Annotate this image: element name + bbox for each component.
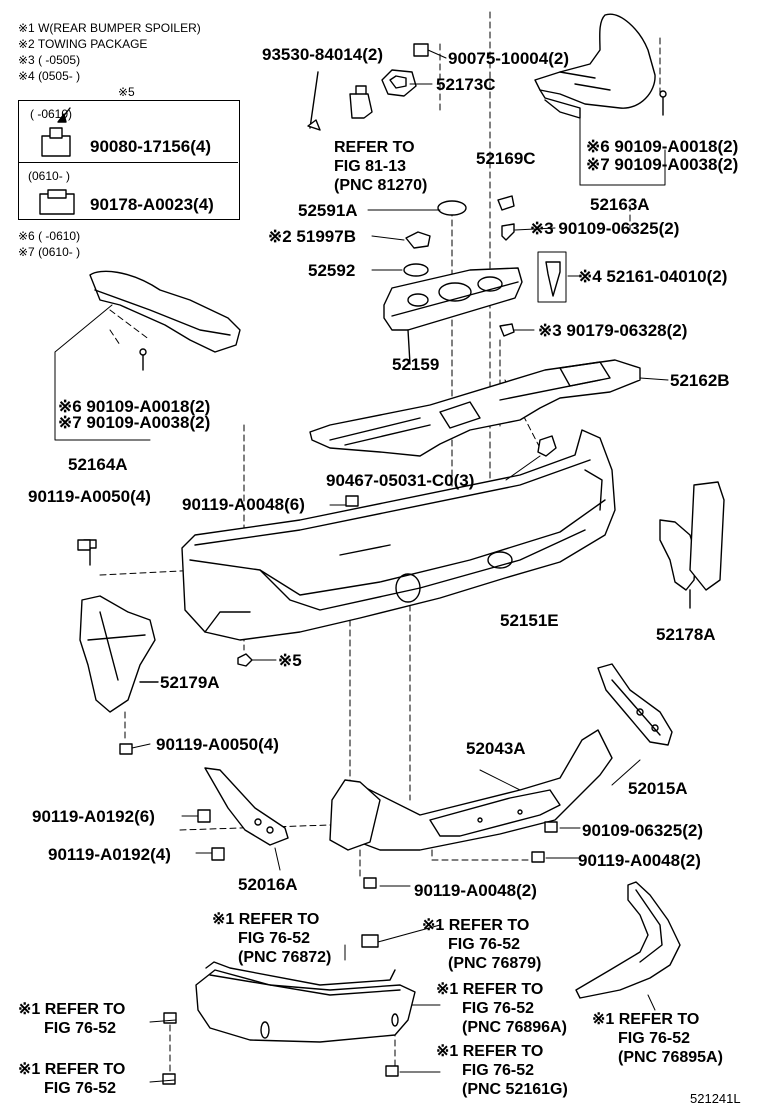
refer-fig-81-13: REFER TO FIG 81-13 (PNC 81270) (334, 138, 427, 195)
refer-left-lower: ※1 REFER TO FIG 76-52 (18, 1060, 125, 1098)
legend-row1-date: ( -0610) (30, 107, 73, 121)
note-star4: ※4 (0505- ) (18, 69, 81, 83)
refer-pnc-76872: ※1 REFER TO FIG 76-52 (PNC 76872) (212, 910, 331, 967)
refer-line: FIG 81-13 (334, 158, 407, 175)
refer-line: ※1 REFER TO (18, 1061, 126, 1078)
part-52164a-shape (89, 270, 241, 353)
label-90109-a0018-left: ※6 90109-A0018(2) (58, 397, 211, 416)
label-52173c: 52173C (436, 75, 496, 94)
refer-pnc-52161g: ※1 REFER TO FIG 76-52 (PNC 52161G) (436, 1042, 568, 1099)
refer-line: ※1 REFER TO (592, 1011, 700, 1028)
diagram-id: 521241L (690, 1091, 741, 1106)
label-52161-04010: ※4 52161-04010(2) (578, 267, 728, 286)
part-52015a-shape (597, 663, 673, 746)
part-52178a-shape (659, 519, 697, 591)
part-52163a-shape (534, 13, 656, 109)
note-star5: ※5 (118, 85, 135, 99)
bolts (77, 495, 558, 1085)
refer-line: ※1 REFER TO (436, 981, 544, 998)
label-90119-a0050-top: 90119-A0050(4) (28, 487, 151, 506)
refer-line: ※1 REFER TO (436, 1043, 544, 1060)
label-52043a: 52043A (466, 739, 526, 758)
note-star2: ※2 TOWING PACKAGE (18, 37, 148, 51)
refer-line: (PNC 76879) (448, 955, 542, 972)
refer-line: (PNC 76895A) (618, 1049, 723, 1066)
note-star6: ※6 ( -0610) (18, 229, 81, 243)
refer-line: ※1 REFER TO (18, 1001, 126, 1018)
refer-line: FIG 76-52 (44, 1080, 117, 1097)
hook-shape (349, 93, 373, 119)
refer-line: ※1 REFER TO (422, 917, 530, 934)
part-52179a-shape (79, 595, 156, 713)
clip-52173c-shape (381, 69, 417, 97)
refer-line: FIG 76-52 (462, 1062, 535, 1079)
refer-left-upper: ※1 REFER TO FIG 76-52 (18, 1000, 125, 1038)
label-51997b: ※2 51997B (268, 227, 356, 246)
label-52179a: 52179A (160, 673, 220, 692)
label-90119-a0048-6: 90119-A0048(6) (182, 495, 305, 514)
label-90119-a0048-2-right: 90119-A0048(2) (578, 851, 701, 870)
label-52178a: 52178A (656, 625, 716, 644)
refer-line: ※1 REFER TO (212, 911, 320, 928)
note-star3: ※3 ( -0505) (18, 53, 81, 67)
refer-pnc-76896a: ※1 REFER TO FIG 76-52 (PNC 76896A) (436, 980, 567, 1037)
refer-line: (PNC 76896A) (462, 1019, 567, 1036)
part-52151e-shape (181, 429, 616, 641)
label-90119-a0048-2-bottom: 90119-A0048(2) (414, 881, 537, 900)
spoiler-right-shape (575, 881, 681, 999)
refer-line: FIG 76-52 (448, 936, 521, 953)
leader-lines (131, 49, 669, 1083)
label-90119-a0050-bottom: 90119-A0050(4) (156, 735, 279, 754)
label-90109-06325-bottom: 90109-06325(2) (582, 821, 703, 840)
part-52043a-shape (334, 729, 613, 851)
label-90109-a0018-right: ※6 90109-A0018(2) (586, 137, 739, 156)
label-90119-a0192-4: 90119-A0192(4) (48, 845, 171, 864)
refer-line: (PNC 76872) (238, 949, 332, 966)
label-52163a: 52163A (590, 195, 650, 214)
label-52591a: 52591A (298, 201, 358, 220)
label-90119-a0192-6: 90119-A0192(6) (32, 807, 155, 826)
part-52162b-shape (309, 359, 641, 457)
label-90179-06328: ※3 90179-06328(2) (538, 321, 688, 340)
legend-box-divider (18, 162, 238, 163)
label-90109-a0038-right: ※7 90109-A0038(2) (586, 155, 739, 174)
label-90109-a0038-left: ※7 90109-A0038(2) (58, 413, 211, 432)
label-90467-05031: 90467-05031-C0(3) (326, 471, 475, 490)
label-star5: ※5 (278, 651, 302, 670)
refer-pnc-76879: ※1 REFER TO FIG 76-52 (PNC 76879) (422, 916, 541, 973)
label-52162b: 52162B (670, 371, 730, 390)
legend-row2-date: (0610- ) (28, 169, 71, 183)
part-52016a-shape (204, 767, 289, 846)
label-90075-10004: 90075-10004(2) (448, 49, 569, 68)
note-star1: ※1 W(REAR BUMPER SPOILER) (18, 21, 201, 35)
note-star7: ※7 (0610- ) (18, 245, 81, 259)
refer-line: REFER TO (334, 139, 415, 156)
legend-row1-part: 90080-17156(4) (90, 137, 211, 156)
legend-row2-part: 90178-A0023(4) (90, 195, 214, 214)
refer-line: FIG 76-52 (462, 1000, 535, 1017)
label-52592: 52592 (308, 261, 356, 280)
legend-box (18, 100, 240, 220)
label-52016a: 52016A (238, 875, 298, 894)
label-90109-06325-top: ※3 90109-06325(2) (530, 219, 680, 238)
label-93530-84014: 93530-84014(2) (262, 45, 383, 64)
label-52159: 52159 (392, 355, 440, 374)
refer-pnc-76895a: ※1 REFER TO FIG 76-52 (PNC 76895A) (592, 1010, 723, 1067)
label-52164a: 52164A (68, 455, 128, 474)
refer-line: (PNC 81270) (334, 177, 428, 194)
refer-line: (PNC 52161G) (462, 1081, 568, 1098)
label-52169c: 52169C (476, 149, 536, 168)
refer-line: FIG 76-52 (238, 930, 311, 947)
refer-line: FIG 76-52 (44, 1020, 117, 1037)
refer-line: FIG 76-52 (618, 1030, 691, 1047)
label-52015a: 52015A (628, 779, 688, 798)
label-52151e: 52151E (500, 611, 559, 630)
